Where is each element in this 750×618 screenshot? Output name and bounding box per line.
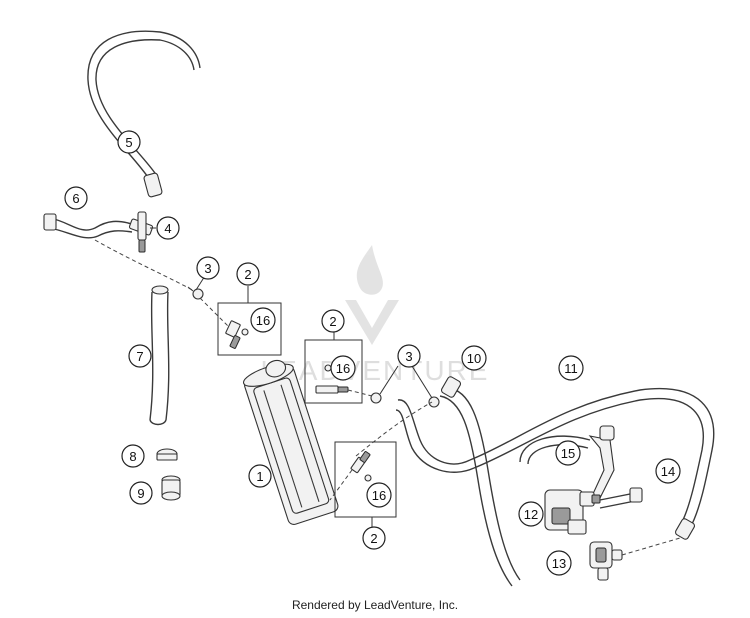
callout-16: 16 [330, 355, 356, 381]
callout-label: 11 [564, 361, 578, 376]
callout-circle [362, 526, 386, 550]
callout-circle [250, 307, 276, 333]
callout-6: 6 [64, 186, 88, 210]
callout-circle [558, 355, 584, 381]
callout-circle [461, 345, 487, 371]
callout-circle [248, 464, 272, 488]
hose-part-15 [519, 435, 591, 463]
hose-part-6 [49, 217, 133, 231]
box-part-2-upper [217, 302, 282, 356]
callout-circle [121, 444, 145, 468]
callout-label: 4 [164, 221, 171, 236]
hose-end-part-5 [143, 172, 163, 198]
callout-15: 15 [555, 440, 581, 466]
hose-part-7 [149, 291, 154, 421]
watermark-logo [345, 245, 399, 345]
callout-label: 10 [467, 351, 481, 366]
callout-label: 3 [204, 261, 211, 276]
t-fitting-part-4 [128, 211, 154, 253]
callout-7: 7 [128, 344, 152, 368]
callout-4: 4 [156, 216, 180, 240]
callout-circle [330, 355, 356, 381]
callout-label: 1 [256, 469, 263, 484]
callout-13: 13 [546, 550, 572, 576]
fitting-part-2-middle [315, 385, 349, 394]
clip-part-3-middle-a [370, 392, 382, 404]
callout-14: 14 [655, 458, 681, 484]
connector-part-13 [589, 541, 623, 581]
callout-circle [321, 309, 345, 333]
oring-part-16-lower [364, 474, 372, 482]
callout-label: 5 [125, 135, 132, 150]
callout-label: 2 [244, 267, 251, 282]
callout-label: 16 [256, 313, 270, 328]
callout-16: 16 [250, 307, 276, 333]
callout-5: 5 [117, 130, 141, 154]
oring-part-16-upper [241, 328, 249, 336]
callout-circle [655, 458, 681, 484]
hose-end-part-6 [43, 213, 57, 231]
callout-1: 1 [248, 464, 272, 488]
clamp-part-8 [156, 448, 178, 461]
callout-12: 12 [518, 501, 544, 527]
callout-circle [518, 501, 544, 527]
callout-circle [128, 344, 152, 368]
callout-label: 7 [136, 349, 143, 364]
callout-9: 9 [129, 481, 153, 505]
callout-2: 2 [362, 526, 386, 550]
callout-circle [366, 482, 392, 508]
callout-circle [397, 344, 421, 368]
oring-part-16-middle [324, 364, 332, 372]
callout-label: 14 [661, 464, 675, 479]
callout-circle [64, 186, 88, 210]
callout-label: 13 [552, 556, 566, 571]
callout-2: 2 [321, 309, 345, 333]
bracket-part-15 [588, 425, 615, 499]
hose-part-10 [447, 387, 521, 581]
fitting-part-2-lower [350, 451, 371, 474]
callout-11: 11 [558, 355, 584, 381]
callout-label: 8 [129, 449, 136, 464]
callout-circle [546, 550, 572, 576]
fitting-part-2-upper [225, 320, 241, 349]
canister-part-1 [242, 359, 339, 525]
hose-part-11 [469, 388, 715, 529]
callout-label: 15 [561, 446, 575, 461]
callout-10: 10 [461, 345, 487, 371]
callout-label: 2 [329, 314, 336, 329]
callout-label: 16 [372, 488, 386, 503]
callout-8: 8 [121, 444, 145, 468]
callout-label: 6 [72, 191, 79, 206]
callout-label: 16 [336, 361, 350, 376]
callout-circle [117, 130, 141, 154]
callout-label: 9 [137, 486, 144, 501]
callout-circle [156, 216, 180, 240]
nozzle-part-9 [161, 475, 181, 501]
callout-circle [129, 481, 153, 505]
box-part-2-lower [334, 441, 397, 518]
callout-circle [196, 256, 220, 280]
callout-2: 2 [236, 262, 260, 286]
clip-part-3-upper [187, 286, 204, 300]
callout-16: 16 [366, 482, 392, 508]
footer-credit: Rendered by LeadVenture, Inc. [291, 598, 459, 612]
clip-part-3-middle-b [428, 396, 440, 408]
callout-label: 12 [524, 507, 538, 522]
callout-3: 3 [196, 256, 220, 280]
callout-3: 3 [397, 344, 421, 368]
valve-part-12 [544, 489, 601, 535]
callout-circle [555, 440, 581, 466]
callout-circle [236, 262, 260, 286]
callout-label: 2 [370, 531, 377, 546]
callout-label: 3 [405, 349, 412, 364]
